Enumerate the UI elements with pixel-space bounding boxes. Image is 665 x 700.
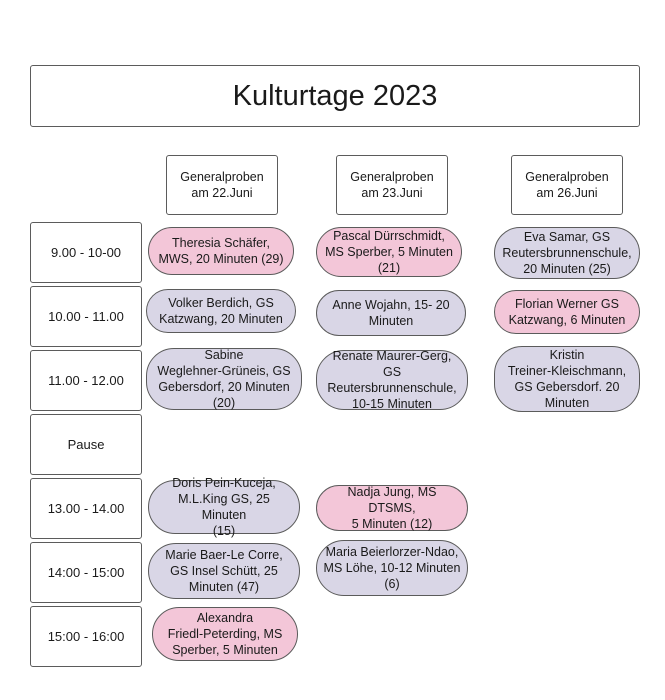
event-beierlorzer-ndao: Maria Beierlorzer-Ndao, MS Löhe, 10-12 M… — [316, 540, 468, 596]
event-wojahn: Anne Wojahn, 15- 20 Minuten — [316, 290, 466, 336]
event-jung: Nadja Jung, MS DTSMS, 5 Minuten (12) — [316, 485, 468, 531]
time-slot-5: 13.00 - 14.00 — [30, 478, 142, 539]
time-slot-7: 15:00 - 16:00 — [30, 606, 142, 667]
event-schaefer: Theresia Schäfer, MWS, 20 Minuten (29) — [148, 227, 294, 275]
event-maurer-gerg: Renate Maurer-Gerg, GS Reutersbrunnensch… — [316, 349, 468, 411]
event-berdich: Volker Berdich, GS Katzwang, 20 Minuten — [146, 289, 296, 333]
time-slot-1: 9.00 - 10-00 — [30, 222, 142, 283]
event-duerrschmidt: Pascal Dürrschmidt, MS Sperber, 5 Minute… — [316, 227, 462, 277]
time-slot-6: 14:00 - 15:00 — [30, 542, 142, 603]
event-baer-le-corre: Marie Baer-Le Corre, GS Insel Schütt, 25… — [148, 543, 300, 599]
event-pein-kuceja: Doris Pein-Kuceja, M.L.King GS, 25 Minut… — [148, 476, 300, 538]
event-samar: Eva Samar, GS Reutersbrunnenschule, 20 M… — [494, 227, 640, 279]
column-header-22-juni: Generalproben am 22.Juni — [166, 155, 278, 215]
time-slot-3: 11.00 - 12.00 — [30, 350, 142, 411]
event-werner: Florian Werner GS Katzwang, 6 Minuten — [494, 290, 640, 334]
time-slot-pause: Pause — [30, 414, 142, 475]
column-header-26-juni: Generalproben am 26.Juni — [511, 155, 623, 215]
event-weglehner-grueneis: Sabine Weglehner-Grüneis, GS Gebersdorf,… — [146, 348, 302, 410]
time-slot-2: 10.00 - 11.00 — [30, 286, 142, 347]
event-treiner-kleischmann: Kristin Treiner-Kleischmann, GS Gebersdo… — [494, 346, 640, 412]
column-header-23-juni: Generalproben am 23.Juni — [336, 155, 448, 215]
event-friedl-peterding: Alexandra Friedl-Peterding, MS Sperber, … — [152, 607, 298, 661]
page-title: Kulturtage 2023 — [30, 65, 640, 127]
